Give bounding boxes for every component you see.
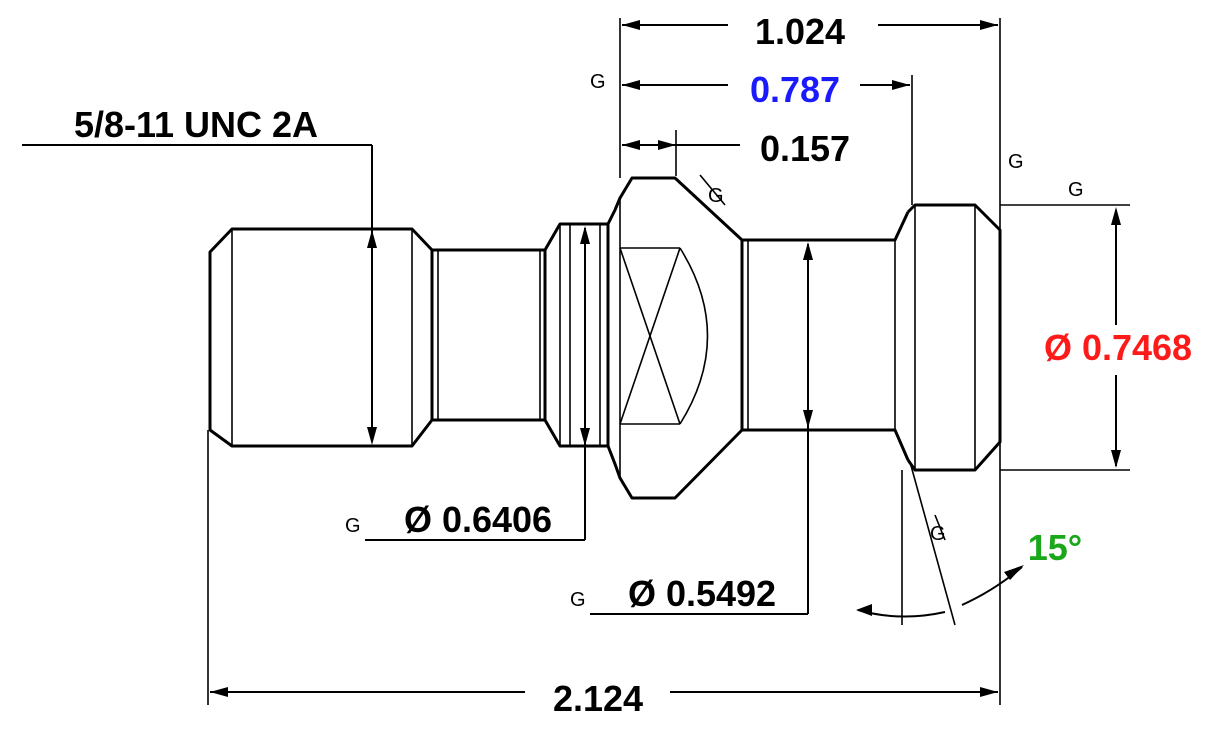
- dimension-text: 1.024 0.787 0.157 5/8-11 UNC 2A Ø 0.7468…: [74, 11, 1192, 719]
- grade-symbols: G G G G G G G: [345, 71, 1084, 611]
- threaded-shank: [208, 227, 434, 448]
- grade-mark: G: [590, 71, 606, 93]
- collar: [543, 222, 610, 448]
- dim-thread-spec: 5/8-11 UNC 2A: [74, 104, 318, 145]
- grade-mark: G: [570, 589, 586, 611]
- part-outline: [208, 176, 1002, 500]
- dim-overall-length: 2.124: [553, 678, 643, 719]
- dim-angle: 15°: [1028, 527, 1082, 568]
- neck: [742, 211, 910, 461]
- dim-flange-to-head: 0.787: [750, 69, 840, 110]
- dim-head-length: 1.024: [755, 11, 845, 52]
- dim-neck-diameter: Ø 0.5492: [628, 573, 776, 614]
- head: [906, 203, 1002, 472]
- dim-head-diameter: Ø 0.7468: [1044, 327, 1192, 368]
- flange: [606, 176, 744, 500]
- relief-groove: [432, 248, 547, 422]
- grade-mark: G: [930, 523, 946, 545]
- grade-mark: G: [1068, 179, 1084, 201]
- grade-mark: G: [345, 515, 361, 537]
- arrowheads: [210, 20, 1121, 697]
- dimension-lines: [22, 18, 1130, 705]
- dim-collar-diameter: Ø 0.6406: [404, 499, 552, 540]
- grade-mark: G: [1008, 151, 1024, 173]
- grade-mark: G: [708, 185, 724, 207]
- dim-flange-width: 0.157: [760, 128, 850, 169]
